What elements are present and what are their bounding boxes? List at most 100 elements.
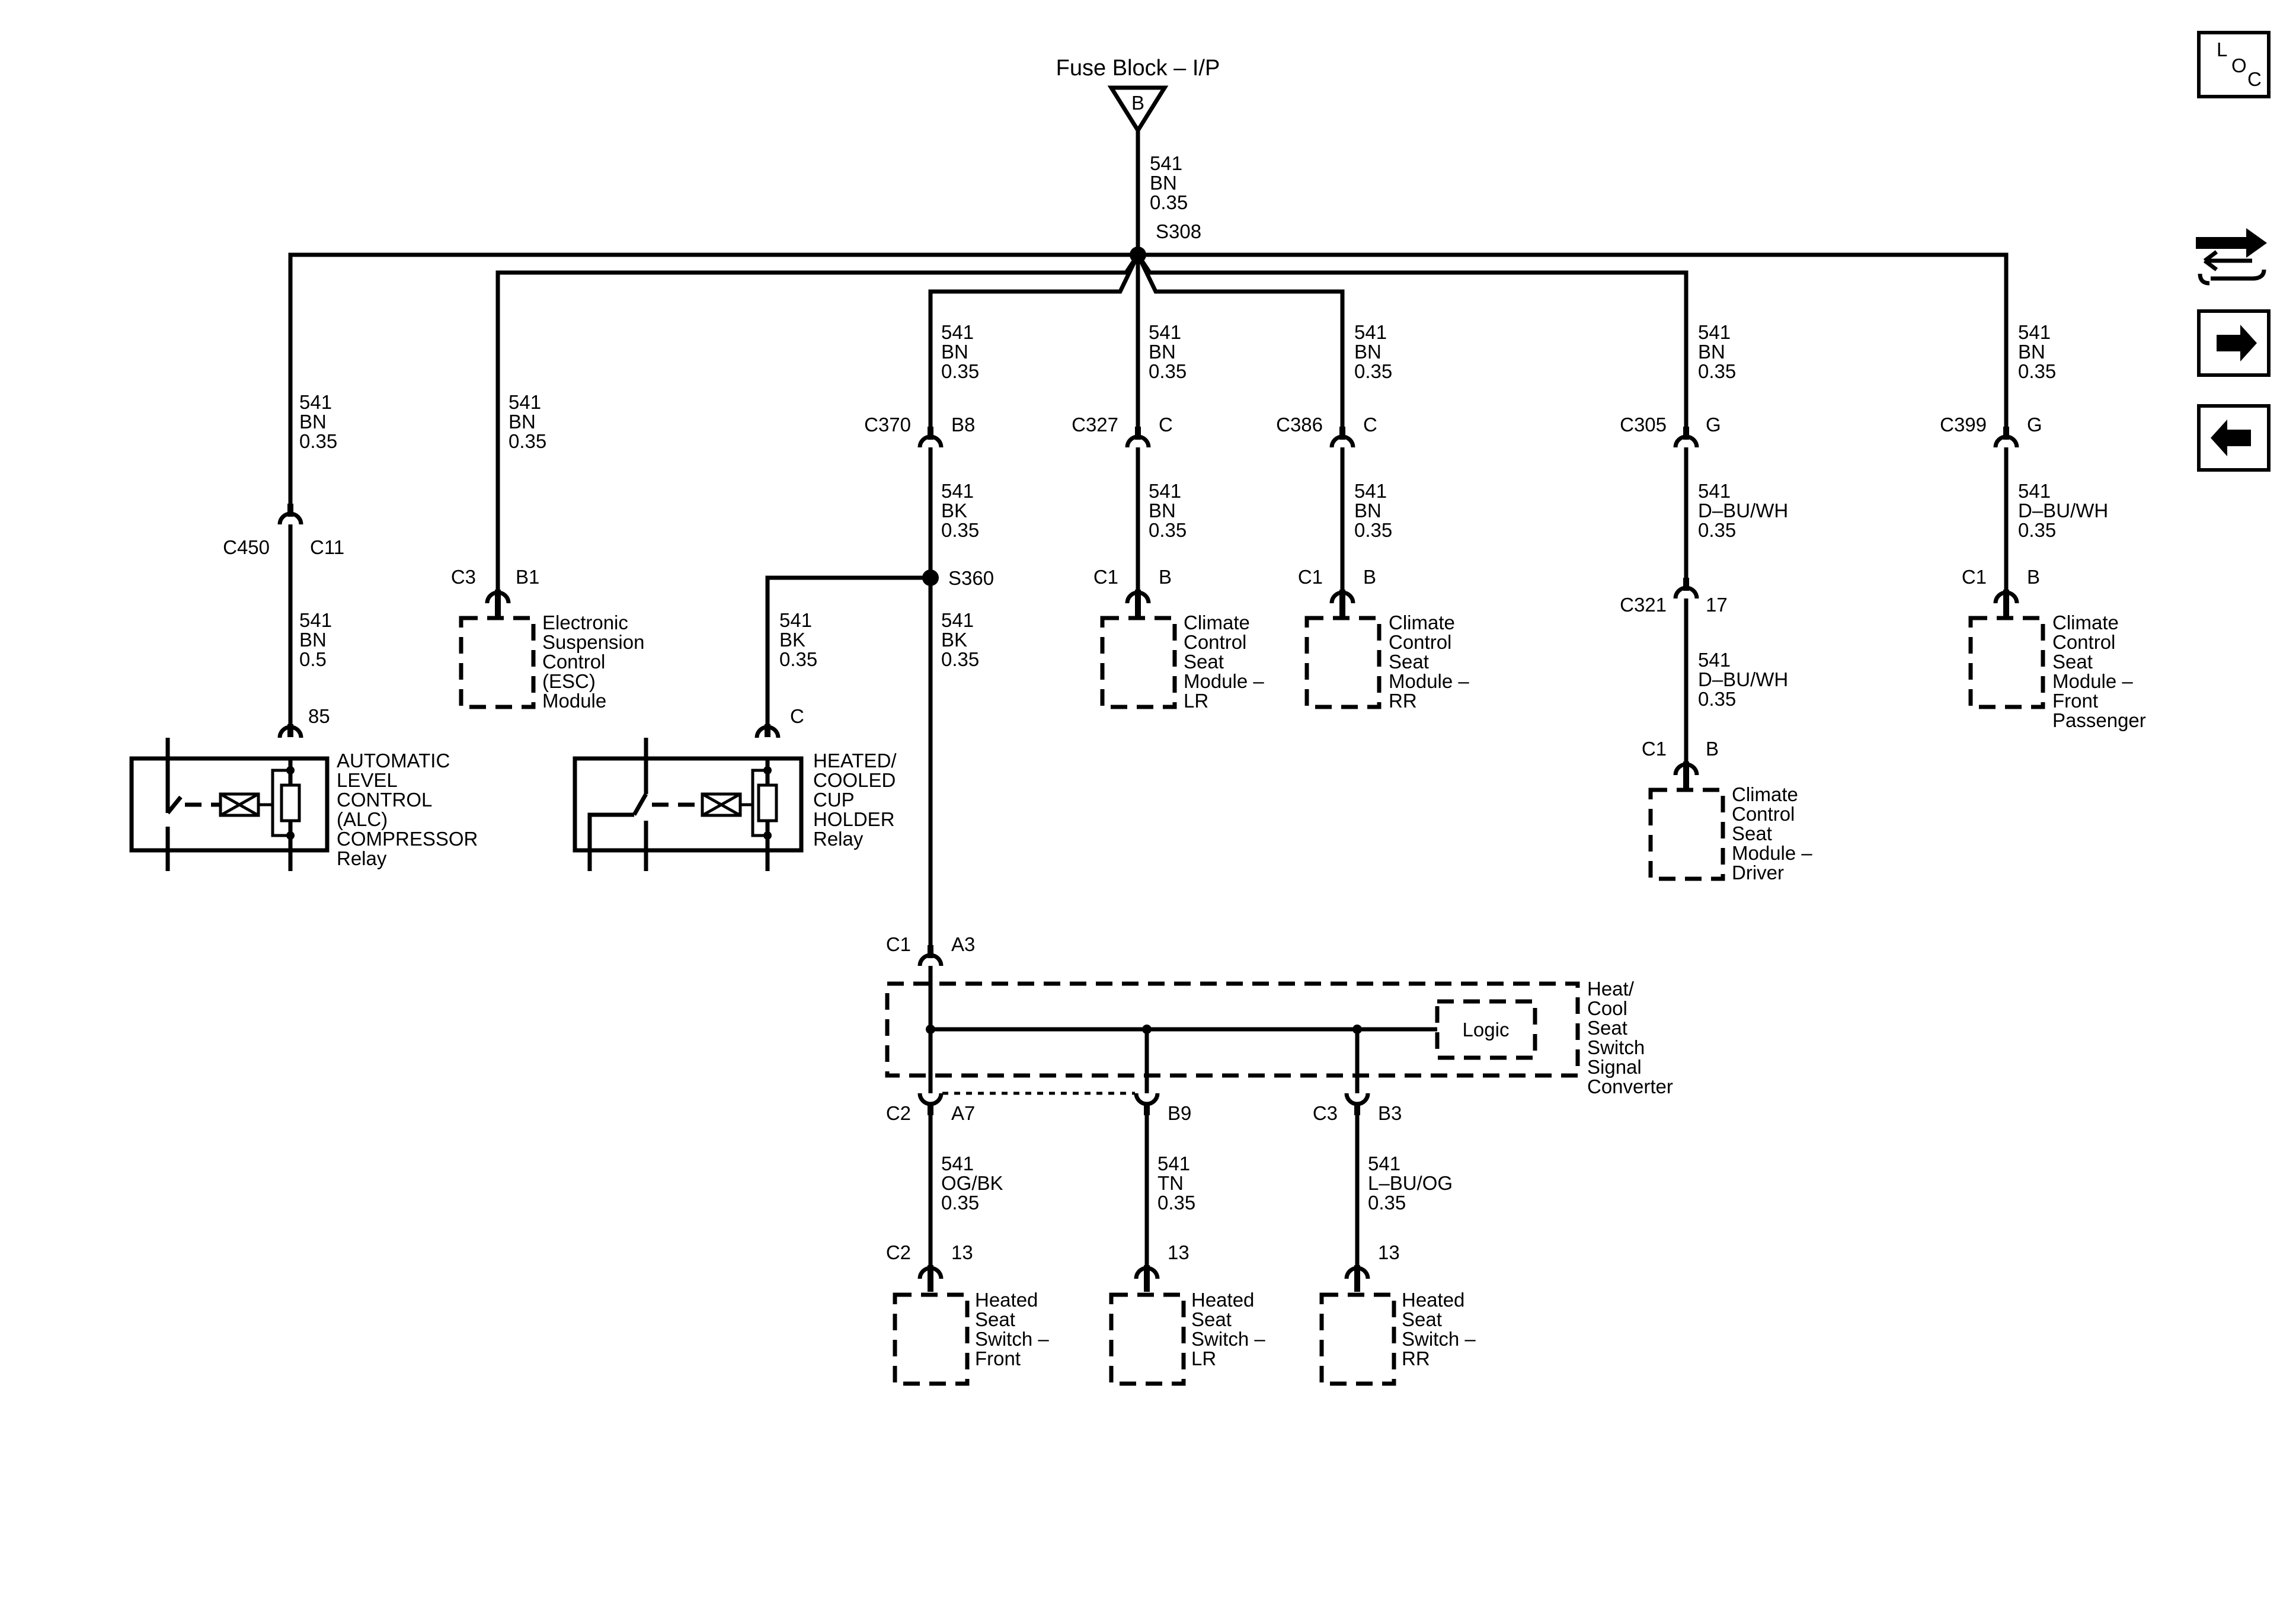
svg-text:D–BU/WH: D–BU/WH [1698, 500, 1788, 521]
bus-wire-right [1138, 252, 2009, 427]
branch5-pin2: B [1363, 566, 1376, 588]
svg-text:BN: BN [2018, 341, 2045, 363]
bus-wire-c370 [928, 254, 1140, 427]
branch4-wire1-spec: 541 BN 0.35 [1149, 321, 1187, 382]
fuse-block-label: Fuse Block – I/P [1056, 56, 1220, 81]
svg-text:Heated: Heated [1402, 1289, 1464, 1311]
svg-text:Switch: Switch [1587, 1036, 1645, 1058]
svg-text:Passenger: Passenger [2052, 709, 2146, 731]
branch6-conn2: C321 [1620, 594, 1667, 616]
svg-text:0.35: 0.35 [299, 430, 337, 452]
svg-text:BN: BN [299, 629, 327, 651]
connector-c450 [277, 504, 303, 525]
svg-text:COMPRESSOR: COMPRESSOR [337, 828, 478, 850]
connector-sw-front [917, 1265, 944, 1292]
svg-text:541: 541 [299, 391, 332, 413]
svg-text:COOLED: COOLED [813, 769, 896, 791]
svg-text:Front: Front [975, 1347, 1021, 1369]
svg-text:Climate: Climate [1389, 612, 1455, 633]
svg-text:541: 541 [1368, 1153, 1400, 1174]
svg-text:L–BU/OG: L–BU/OG [1368, 1172, 1453, 1194]
svg-text:Module –: Module – [2052, 670, 2133, 692]
svg-text:541: 541 [941, 480, 974, 502]
svg-text:0.35: 0.35 [941, 519, 979, 541]
splice-s308: S308 [1156, 220, 1201, 242]
out3-conn: C3 [1313, 1102, 1338, 1124]
svg-text:Seat: Seat [975, 1308, 1015, 1330]
svg-text:RR: RR [1389, 690, 1417, 712]
svg-text:541: 541 [1354, 321, 1387, 343]
out1-wire-spec: 541 OG/BK 0.35 [941, 1153, 1003, 1214]
connector-b9 [1134, 1093, 1160, 1115]
branch6-conn: C305 [1620, 414, 1667, 436]
svg-text:HOLDER: HOLDER [813, 808, 895, 830]
svg-text:0.35: 0.35 [2018, 360, 2056, 382]
svg-text:Switch –: Switch – [1191, 1328, 1265, 1350]
svg-text:Relay: Relay [813, 828, 864, 850]
svg-text:Module –: Module – [1184, 670, 1264, 692]
branch5-pin: C [1363, 414, 1377, 436]
svg-text:0.35: 0.35 [2018, 519, 2056, 541]
svg-text:BN: BN [941, 341, 968, 363]
out2-pin: B9 [1168, 1102, 1191, 1124]
svg-text:Converter: Converter [1587, 1076, 1673, 1097]
branch7-conn: C399 [1940, 414, 1987, 436]
out1-conn: C2 [886, 1102, 911, 1124]
esc-module-label: Electronic Suspension Control (ESC) Modu… [542, 612, 644, 712]
arrow-right-icon[interactable] [2197, 309, 2271, 377]
switch-rr-label: Heated Seat Switch – RR [1402, 1289, 1476, 1369]
svg-text:0.35: 0.35 [941, 1192, 979, 1214]
branch7-wire2-spec: 541 D–BU/WH 0.35 [2018, 480, 2108, 541]
svg-text:BN: BN [1149, 341, 1176, 363]
branch7-wire1-spec: 541 BN 0.35 [2018, 321, 2056, 382]
svg-text:541: 541 [1698, 480, 1731, 502]
heated-seat-switch-rr [1319, 1292, 1396, 1386]
branch6-wire2-spec: 541 D–BU/WH 0.35 [1698, 480, 1788, 541]
svg-text:AUTOMATIC: AUTOMATIC [337, 750, 450, 772]
connector-c1-driver [1673, 761, 1699, 788]
svg-text:0.35: 0.35 [509, 430, 546, 452]
svg-text:Suspension: Suspension [542, 631, 644, 653]
branch3-wire1-spec: 541 BN 0.35 [941, 321, 979, 382]
passenger-seat-module-label: Climate Control Seat Module – Front Pass… [2052, 612, 2146, 731]
svg-text:LR: LR [1191, 1347, 1216, 1369]
out3-pin: B3 [1378, 1102, 1402, 1124]
svg-text:541: 541 [1157, 1153, 1190, 1174]
splice-s360: S360 [948, 567, 994, 589]
heated-seat-switch-lr [1109, 1292, 1186, 1386]
connector-c1-converter [917, 945, 944, 966]
branch1-wire2-spec: 541 BN 0.5 [299, 609, 332, 670]
driver-seat-module-label: Climate Control Seat Module – Driver [1732, 783, 1812, 884]
svg-text:RR: RR [1402, 1347, 1430, 1369]
svg-text:OG/BK: OG/BK [941, 1172, 1003, 1194]
svg-text:541: 541 [1149, 480, 1181, 502]
rr-seat-module-box [1304, 616, 1382, 709]
svg-text:TN: TN [1157, 1172, 1184, 1194]
svg-text:BN: BN [299, 411, 327, 433]
fuse-pin: B [1131, 92, 1144, 114]
branch6-pin3: B [1706, 738, 1719, 760]
branch6-conn3: C1 [1642, 738, 1667, 760]
branch4-conn: C327 [1072, 414, 1118, 436]
branch2-conn: C3 [451, 566, 476, 588]
svg-text:Switch –: Switch – [975, 1328, 1049, 1350]
service-info-icon[interactable] [2196, 228, 2267, 286]
svg-text:0.35: 0.35 [779, 648, 817, 670]
svg-text:541: 541 [1698, 321, 1731, 343]
bus-wire-left [288, 252, 1138, 504]
driver-seat-module-box [1648, 788, 1725, 881]
connector-c3-b3 [1344, 1093, 1370, 1115]
branch3-wire4-spec: 541 BK 0.35 [941, 609, 979, 670]
branch1-conn: C450 [223, 536, 270, 558]
loc-icon[interactable]: L O C [2197, 31, 2271, 98]
svg-text:BN: BN [1150, 172, 1177, 194]
svg-text:541: 541 [1150, 152, 1182, 174]
cup-holder-feed-wire [765, 575, 930, 726]
branch7-conn2: C1 [1962, 566, 1987, 588]
connector-c321 [1673, 578, 1699, 599]
fuse-terminal-symbol [1107, 85, 1169, 135]
connector-sw-rr [1344, 1265, 1370, 1292]
arrow-left-icon[interactable] [2197, 404, 2271, 472]
svg-text:BK: BK [941, 629, 967, 651]
